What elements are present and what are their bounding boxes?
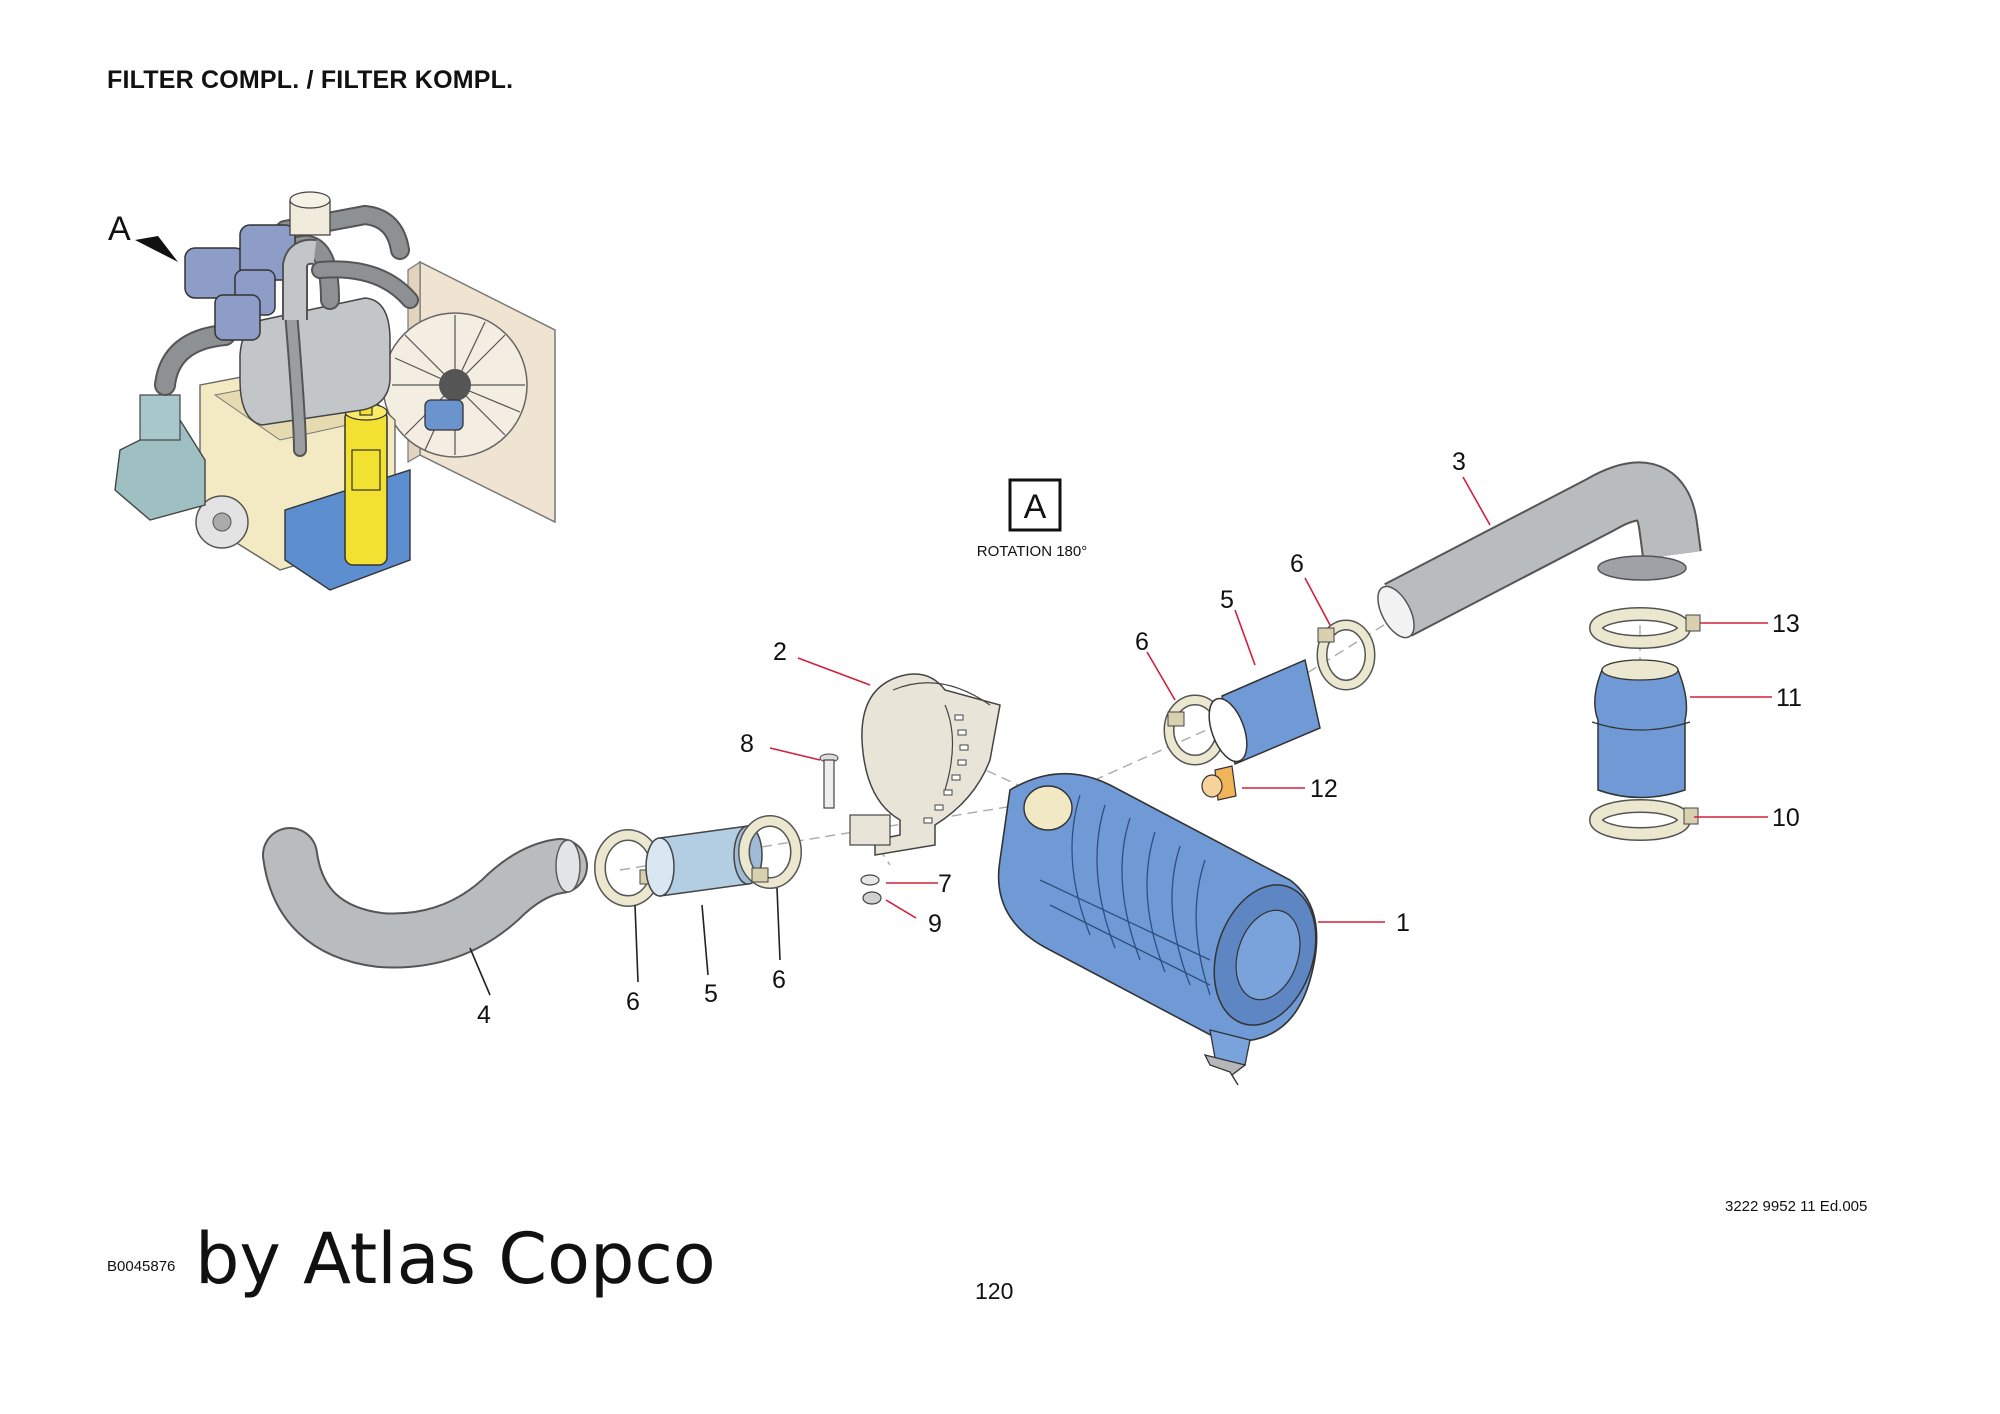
callout-8: 8 bbox=[740, 730, 754, 758]
part-9-nut bbox=[862, 891, 882, 905]
detail-view-box: A ROTATION 180° bbox=[977, 478, 1087, 560]
engine-overview-illustration bbox=[114, 191, 556, 591]
part-8-bolt bbox=[819, 753, 839, 809]
callout-2: 2 bbox=[773, 638, 787, 666]
page-number: 120 bbox=[975, 1278, 1014, 1304]
callout-5-lower: 5 bbox=[704, 980, 718, 1008]
callout-6-lower-right: 6 bbox=[772, 966, 786, 994]
callout-6-lower-left: 6 bbox=[626, 988, 640, 1016]
part-4-hose bbox=[262, 827, 588, 969]
part-2-bracket bbox=[849, 673, 1001, 856]
callout-10: 10 bbox=[1772, 804, 1800, 832]
part-3-elbow-hose bbox=[1377, 461, 1702, 639]
callout-7: 7 bbox=[938, 870, 952, 898]
callout-13: 13 bbox=[1772, 610, 1800, 638]
part-10-clamp bbox=[1589, 799, 1699, 841]
part-5-sleeve-upper bbox=[1208, 658, 1321, 766]
callout-6-upper-right: 6 bbox=[1290, 550, 1304, 578]
callout-4: 4 bbox=[477, 1001, 491, 1029]
part-6-clamp-upper-right bbox=[1316, 619, 1376, 691]
air-filter-highlight-icon bbox=[184, 224, 296, 341]
rotation-note: ROTATION 180° bbox=[977, 543, 1087, 560]
view-marker-arrow-icon bbox=[135, 236, 178, 262]
callout-11: 11 bbox=[1776, 684, 1802, 712]
part-6-clamp-right bbox=[738, 815, 802, 889]
leader-lines bbox=[469, 476, 1772, 996]
edition-code: 3222 9952 11 Ed.005 bbox=[1725, 1198, 1868, 1215]
callout-5-upper: 5 bbox=[1220, 586, 1234, 614]
detail-view-letter: A bbox=[1024, 488, 1047, 526]
callout-9: 9 bbox=[928, 910, 942, 938]
callout-6-upper-left: 6 bbox=[1135, 628, 1149, 656]
part-1-air-filter bbox=[997, 772, 1318, 1086]
drawing-code: B0045876 bbox=[107, 1258, 176, 1275]
callout-1: 1 bbox=[1396, 909, 1410, 937]
part-13-clamp bbox=[1589, 607, 1701, 649]
part-11-sleeve bbox=[1591, 659, 1691, 799]
callout-12: 12 bbox=[1310, 775, 1338, 803]
part-12-nozzle bbox=[1201, 765, 1237, 801]
radiator-fan-icon bbox=[382, 312, 528, 458]
page-title: FILTER COMPL. / FILTER KOMPL. bbox=[107, 66, 514, 94]
brand-watermark: by Atlas Copco bbox=[195, 1218, 716, 1300]
callout-3: 3 bbox=[1452, 448, 1466, 476]
callout-numbers: 1 2 3 4 5 5 6 6 6 6 7 8 9 10 11 12 13 bbox=[477, 448, 1802, 1029]
view-marker-label: A bbox=[108, 210, 131, 248]
part-7-washer bbox=[860, 874, 880, 886]
